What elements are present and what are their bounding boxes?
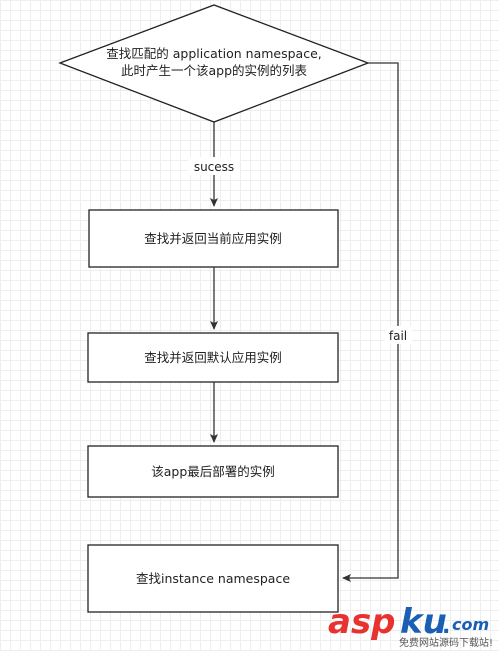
watermark-tagline: 免费网站源码下载站! <box>399 636 493 649</box>
step2-text: 查找并返回默认应用实例 <box>144 350 282 365</box>
step3-text: 该app最后部署的实例 <box>151 464 275 479</box>
step-last-deployed-instance: 该app最后部署的实例 <box>87 445 339 498</box>
decision-text-line1: 查找匹配的 application namespace, <box>106 46 322 61</box>
watermark-logo: asp ku . com 免费网站源码下载站! <box>328 602 493 649</box>
step1-text: 查找并返回当前应用实例 <box>144 231 282 246</box>
fail-label: fail <box>389 329 407 343</box>
step-default-app-instance: 查找并返回默认应用实例 <box>87 332 339 383</box>
watermark-brand-tld: com <box>452 615 489 634</box>
watermark-brand-blue: ku <box>400 602 447 642</box>
decision-text-line2: 此时产生一个该app的实例的列表 <box>121 63 308 78</box>
edge-fail: fail <box>342 62 412 582</box>
step-current-app-instance: 查找并返回当前应用实例 <box>88 209 339 268</box>
decision-node: 查找匹配的 application namespace, 此时产生一个该app的… <box>58 4 370 123</box>
watermark-brand-dot: . <box>442 614 450 639</box>
step4-text: 查找instance namespace <box>136 571 290 586</box>
success-label: sucess <box>194 160 234 174</box>
step-instance-namespace: 查找instance namespace <box>87 544 339 613</box>
watermark-brand-red: asp <box>328 602 396 642</box>
edge-success: sucess <box>188 122 240 207</box>
